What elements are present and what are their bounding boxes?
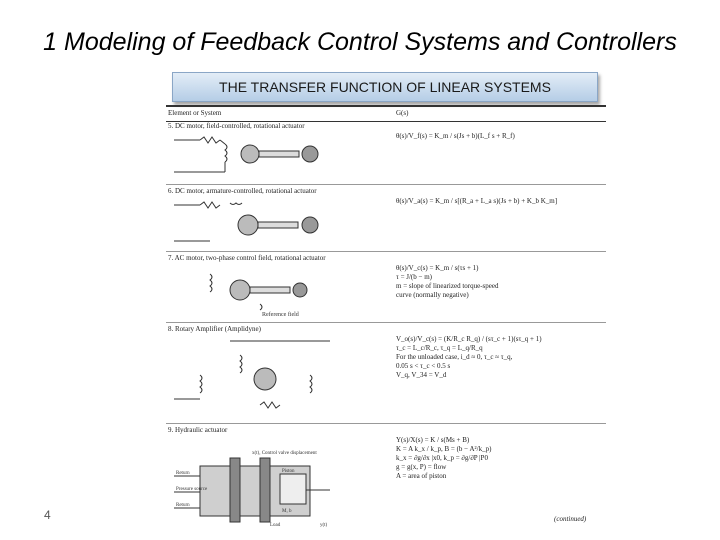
- figure-label: Return: [176, 471, 190, 476]
- hydraulic-actuator-diagram: x(t), Control valve displacement Return …: [174, 451, 330, 528]
- equation: θ(s)/V_c(s) = K_m / s(τs + 1): [396, 264, 479, 272]
- row-title: 5. DC motor, field-controlled, rotationa…: [168, 122, 305, 130]
- figure-label: Load: [270, 523, 281, 528]
- dc-motor-armature-diagram: [174, 201, 319, 242]
- continued-note: (continued): [554, 515, 587, 523]
- row-title: 9. Hydraulic actuator: [168, 426, 228, 434]
- equation: τ_c = L_c/R_c, τ_q = L_q/R_q: [396, 344, 483, 352]
- figure-label: y(t): [320, 523, 328, 528]
- table-row: 7. AC motor, two-phase control field, ro…: [166, 252, 606, 323]
- equation: A = area of piston: [396, 472, 447, 480]
- equation: τ = J/(b − m): [396, 273, 432, 281]
- equation: k_x = ∂g/∂x |x0, k_p = ∂g/∂P |P0: [396, 454, 488, 462]
- figure-label: M, b: [282, 509, 292, 514]
- row-title: 6. DC motor, armature-controlled, rotati…: [168, 187, 317, 195]
- equation: curve (normally negative): [396, 291, 469, 299]
- table-row: 9. Hydraulic actuator x(t), Control valv…: [166, 424, 606, 530]
- table-row: 6. DC motor, armature-controlled, rotati…: [166, 185, 606, 252]
- equation: m = slope of linearized torque-speed: [396, 282, 499, 290]
- transfer-function-table: Element or System G(s) 5. DC motor, fiel…: [166, 105, 606, 530]
- table-row: 5. DC motor, field-controlled, rotationa…: [166, 120, 606, 185]
- figure-label: x(t), Control valve displacement: [252, 451, 317, 456]
- equation: For the unloaded case, i_d ≈ 0, τ_c ≈ τ_…: [396, 353, 513, 361]
- equation: 0.05 s < τ_c < 0.5 s: [396, 362, 451, 370]
- col-element-header: Element or System: [168, 109, 222, 117]
- figure-label: Pressure source: [176, 487, 208, 492]
- page-number: 4: [44, 508, 51, 522]
- slide-title: 1 Modeling of Feedback Control Systems a…: [43, 28, 677, 56]
- equation: g = g(x, P) = flow: [396, 463, 447, 471]
- section-banner: THE TRANSFER FUNCTION OF LINEAR SYSTEMS: [172, 72, 598, 102]
- equation: Y(s)/X(s) = K / s(Ms + B): [396, 436, 470, 444]
- table-header: Element or System G(s): [166, 105, 606, 122]
- ac-motor-diagram: Reference field: [209, 273, 308, 318]
- dc-motor-field-diagram: [174, 136, 319, 173]
- figure-label: Piston: [282, 469, 295, 474]
- figure-label: Reference field: [262, 311, 299, 318]
- equation: θ(s)/V_a(s) = K_m / s[(R_a + L_a s)(Js +…: [396, 197, 558, 205]
- col-g-header: G(s): [396, 109, 409, 117]
- row-title: 8. Rotary Amplifier (Amplidyne): [168, 325, 261, 333]
- equation: K = A k_x / k_p, B = (b − A²/k_p): [396, 445, 492, 453]
- figure-label: Return: [176, 503, 190, 508]
- equation: V_q, V_34 = V_d: [396, 371, 447, 379]
- row-title: 7. AC motor, two-phase control field, ro…: [168, 254, 326, 262]
- equation: V_o(s)/V_c(s) = (K/R_c R_q) / (sτ_c + 1)…: [396, 335, 542, 343]
- table-row: 8. Rotary Amplifier (Amplidyne) V_o(s)/V…: [166, 323, 606, 424]
- amplidyne-diagram: [174, 340, 330, 409]
- equation: θ(s)/V_f(s) = K_m / s(Js + b)(L_f s + R_…: [396, 132, 515, 140]
